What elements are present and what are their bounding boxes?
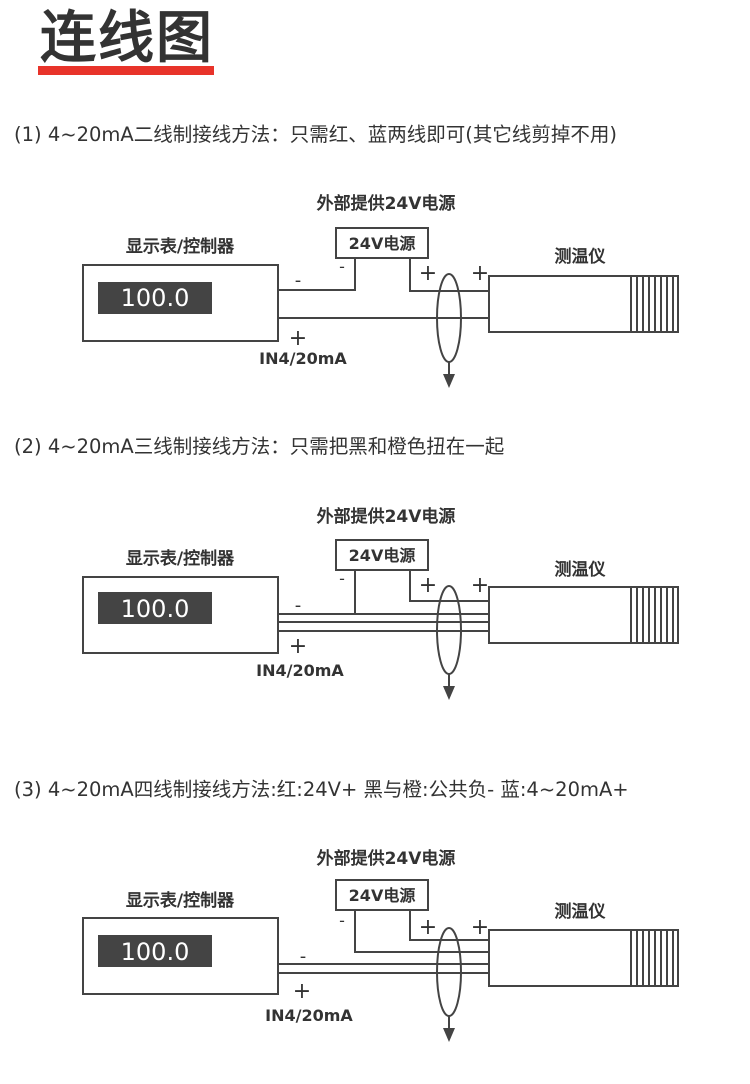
plus-sign: + bbox=[471, 573, 489, 598]
plus-sign: + bbox=[419, 573, 437, 598]
ground-arrow-icon bbox=[443, 1028, 455, 1042]
ground-arrow-icon bbox=[443, 686, 455, 700]
external-power-label: 外部提供24V电源 bbox=[317, 848, 456, 869]
display-value: 100.0 bbox=[121, 595, 190, 623]
thermometer-fins bbox=[626, 588, 677, 642]
minus-sign: - bbox=[339, 569, 345, 588]
thermometer-fins bbox=[626, 931, 677, 985]
display-screen bbox=[98, 282, 212, 314]
display-screen bbox=[98, 935, 212, 967]
minus-sign: - bbox=[295, 595, 302, 616]
input-label: IN4/20mA bbox=[265, 1006, 353, 1025]
display-value: 100.0 bbox=[121, 284, 190, 312]
wire-power-negative bbox=[278, 258, 356, 291]
external-power-label: 外部提供24V电源 bbox=[317, 506, 456, 527]
minus-sign: - bbox=[339, 257, 345, 276]
plus-sign: + bbox=[289, 634, 307, 659]
plus-sign: + bbox=[289, 326, 307, 351]
method-2-text: (2) 4~20mA三线制接线方法：只需把黑和橙色扭在一起 bbox=[14, 435, 505, 458]
plus-sign: + bbox=[293, 979, 311, 1004]
input-label: IN4/20mA bbox=[256, 661, 344, 680]
thermometer-label: 测温仪 bbox=[555, 901, 607, 922]
thermometer-label: 测温仪 bbox=[555, 559, 607, 580]
display-controller-label: 显示表/控制器 bbox=[126, 236, 235, 257]
diagram-three-wire: 外部提供24V电源 24V电源 显示表/控制器 100.0 测温仪 - - + … bbox=[82, 506, 679, 700]
plus-sign: + bbox=[419, 915, 437, 940]
minus-sign: - bbox=[300, 946, 307, 967]
minus-sign: - bbox=[295, 270, 302, 291]
plus-sign: + bbox=[471, 261, 489, 286]
display-value: 100.0 bbox=[121, 938, 190, 966]
power-box bbox=[335, 227, 429, 259]
input-label: IN4/20mA bbox=[259, 349, 347, 368]
power-box bbox=[335, 879, 429, 911]
thermometer-fins bbox=[626, 277, 677, 331]
display-screen bbox=[98, 592, 212, 624]
wire-power-negative bbox=[354, 910, 489, 953]
method-3-text: (3) 4~20mA四线制接线方法:红:24V+ 黑与橙:公共负- 蓝:4~20… bbox=[14, 778, 629, 801]
wire-power-positive bbox=[409, 258, 489, 292]
display-controller-label: 显示表/控制器 bbox=[126, 548, 235, 569]
plus-sign: + bbox=[419, 261, 437, 286]
ground-arrow-icon bbox=[443, 374, 455, 388]
plus-sign: + bbox=[471, 915, 489, 940]
page-title: 连线图 bbox=[40, 6, 214, 71]
wire-power-positive bbox=[409, 570, 489, 602]
minus-sign: - bbox=[339, 911, 345, 930]
diagram-four-wire: 外部提供24V电源 24V电源 显示表/控制器 100.0 测温仪 - - + … bbox=[82, 848, 679, 1042]
power-box-label: 24V电源 bbox=[349, 234, 416, 253]
title-underline bbox=[38, 66, 214, 75]
external-power-label: 外部提供24V电源 bbox=[317, 193, 456, 214]
power-box bbox=[335, 539, 429, 571]
diagram-two-wire: 外部提供24V电源 24V电源 显示表/控制器 100.0 测温仪 - - + … bbox=[82, 193, 679, 388]
wire-power-positive bbox=[409, 910, 489, 941]
thermometer-label: 测温仪 bbox=[555, 246, 607, 267]
display-controller-label: 显示表/控制器 bbox=[126, 890, 235, 911]
method-1-text: (1) 4~20mA二线制接线方法：只需红、蓝两线即可(其它线剪掉不用) bbox=[14, 123, 617, 146]
power-box-label: 24V电源 bbox=[349, 886, 416, 905]
power-box-label: 24V电源 bbox=[349, 546, 416, 565]
